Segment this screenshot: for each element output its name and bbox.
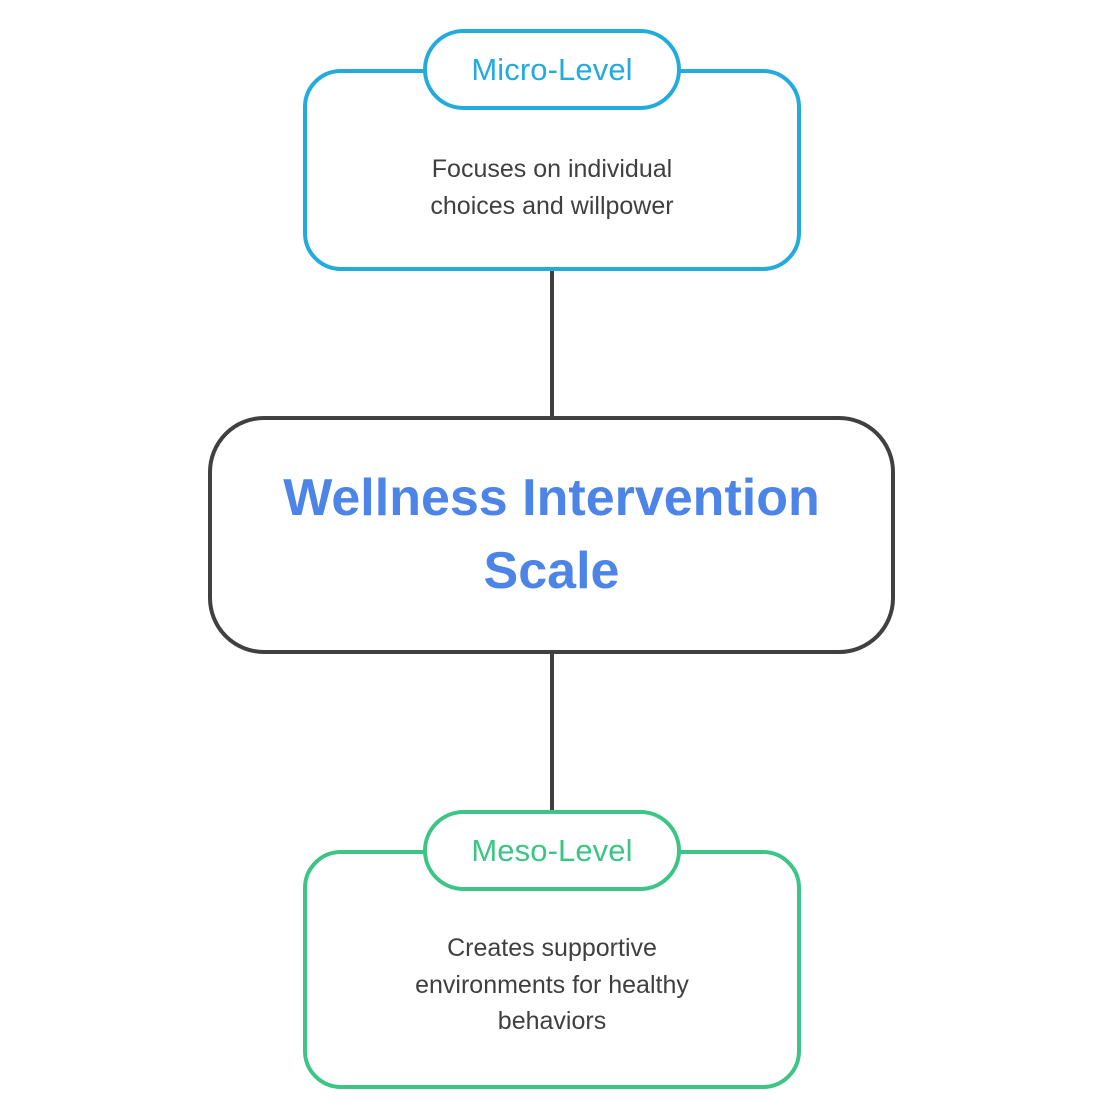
pill-micro-level-label: Micro-Level [471,51,633,87]
pill-meso-level-label: Meso-Level [471,832,633,868]
center-node-title: Wellness Intervention Scale [283,469,820,600]
connector-center-to-meso [550,650,554,812]
connector-micro-to-center [550,268,554,420]
node-meso-level-description: Creates supportive environments for heal… [415,934,689,1035]
node-micro-level-description: Focuses on individual choices and willpo… [430,155,674,220]
pill-micro-level[interactable]: Micro-Level [423,29,681,110]
pill-meso-level[interactable]: Meso-Level [423,810,681,891]
node-center-wellness-intervention-scale[interactable]: Wellness Intervention Scale [208,416,895,654]
